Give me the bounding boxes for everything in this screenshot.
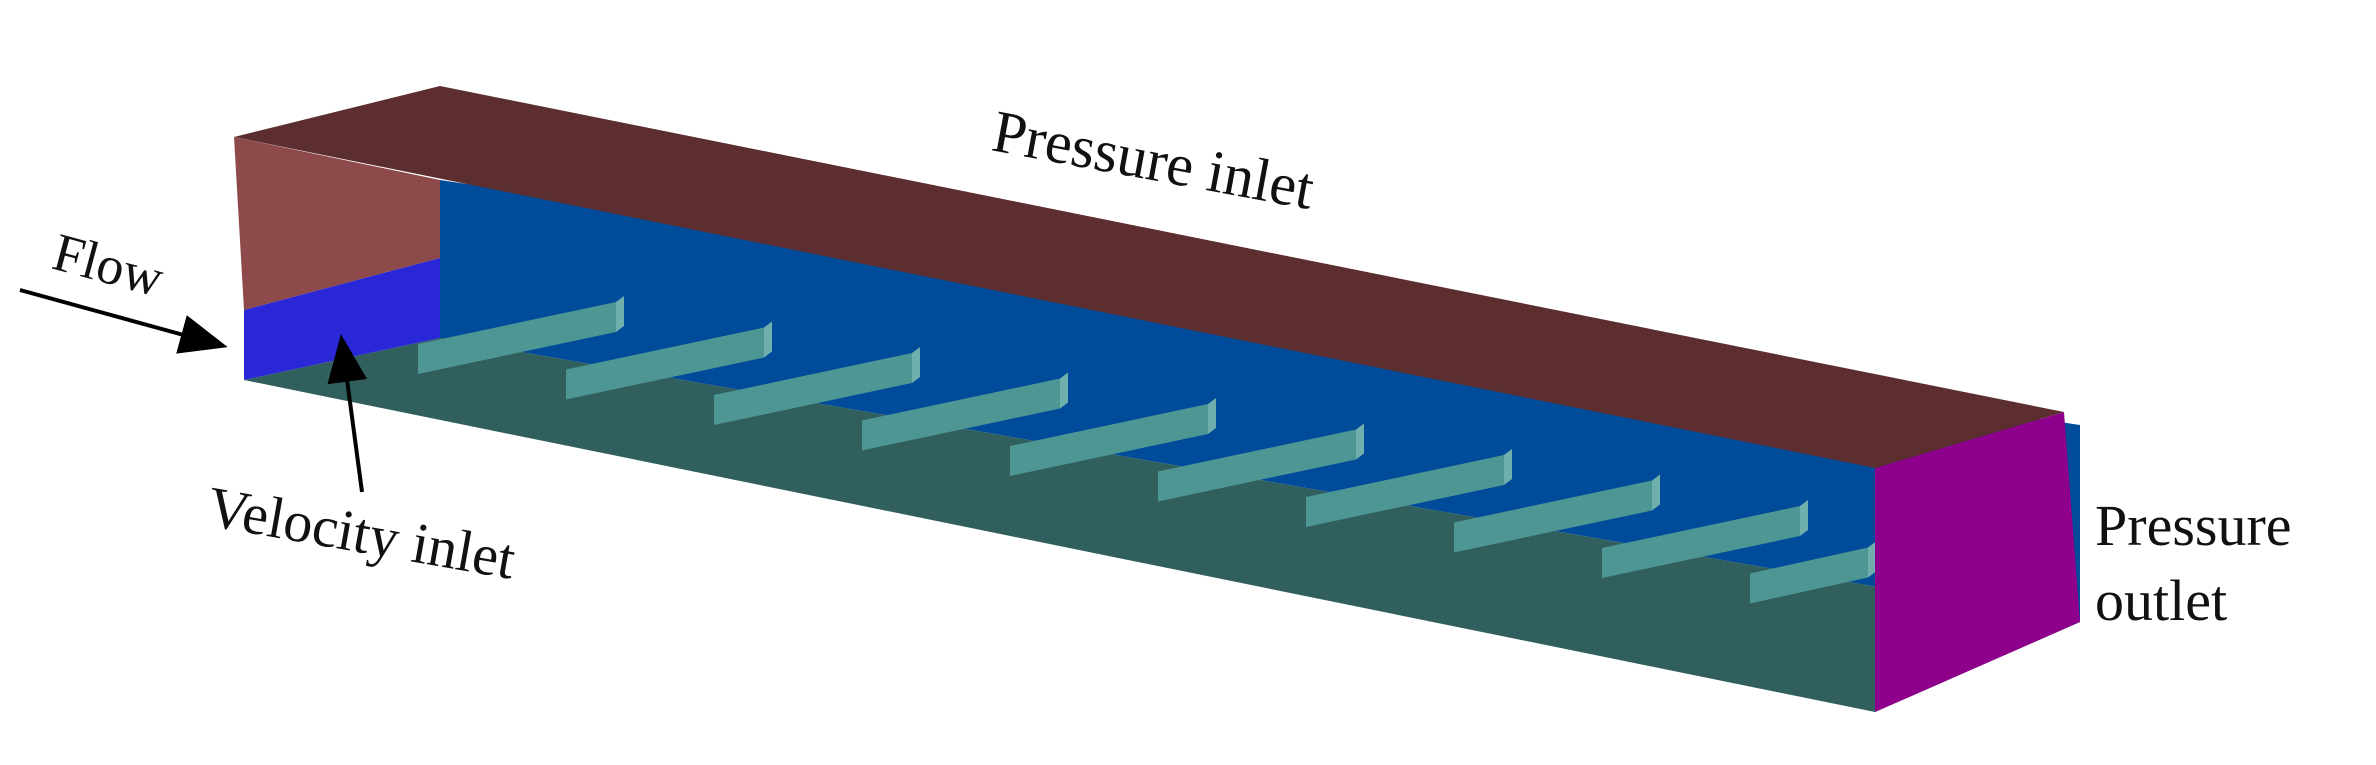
flow-label: Flow [47, 222, 170, 309]
rib-end-cap [1800, 500, 1808, 536]
rib [418, 302, 616, 374]
velocity-inlet-face [244, 258, 440, 380]
rib [1306, 455, 1504, 527]
rib-end-cap [616, 296, 624, 332]
rib-end-cap [1652, 474, 1660, 511]
back-wall [440, 180, 2080, 622]
rib-end-cap [1504, 449, 1512, 485]
rib [714, 353, 912, 425]
pressure-outlet-face [1875, 412, 2080, 712]
rib [1750, 547, 1868, 604]
pressure-inlet-face [234, 86, 2064, 468]
pressure-outlet-label-line2: outlet [2095, 568, 2227, 633]
ribs-group [418, 296, 1876, 604]
rib [862, 378, 1060, 451]
flow-arrow [19, 288, 228, 354]
rib-end-cap [1356, 423, 1364, 460]
pressure-outlet-label-line1: Pressure [2095, 493, 2292, 558]
rib [566, 327, 764, 400]
rib-end-cap [1060, 372, 1068, 409]
rib [1454, 480, 1652, 553]
rib-end-cap [764, 321, 772, 358]
left-upper-face [234, 137, 440, 310]
rib [1158, 429, 1356, 502]
rib-end-cap [1868, 541, 1876, 578]
channel-floor [244, 338, 2080, 712]
velocity-inlet-arrow [327, 334, 368, 493]
rib [1010, 404, 1208, 476]
pressure-inlet-label: Pressure inlet [988, 98, 1320, 222]
rib-end-cap [1208, 398, 1216, 434]
rib-end-cap [912, 347, 920, 383]
rib [1602, 506, 1800, 578]
